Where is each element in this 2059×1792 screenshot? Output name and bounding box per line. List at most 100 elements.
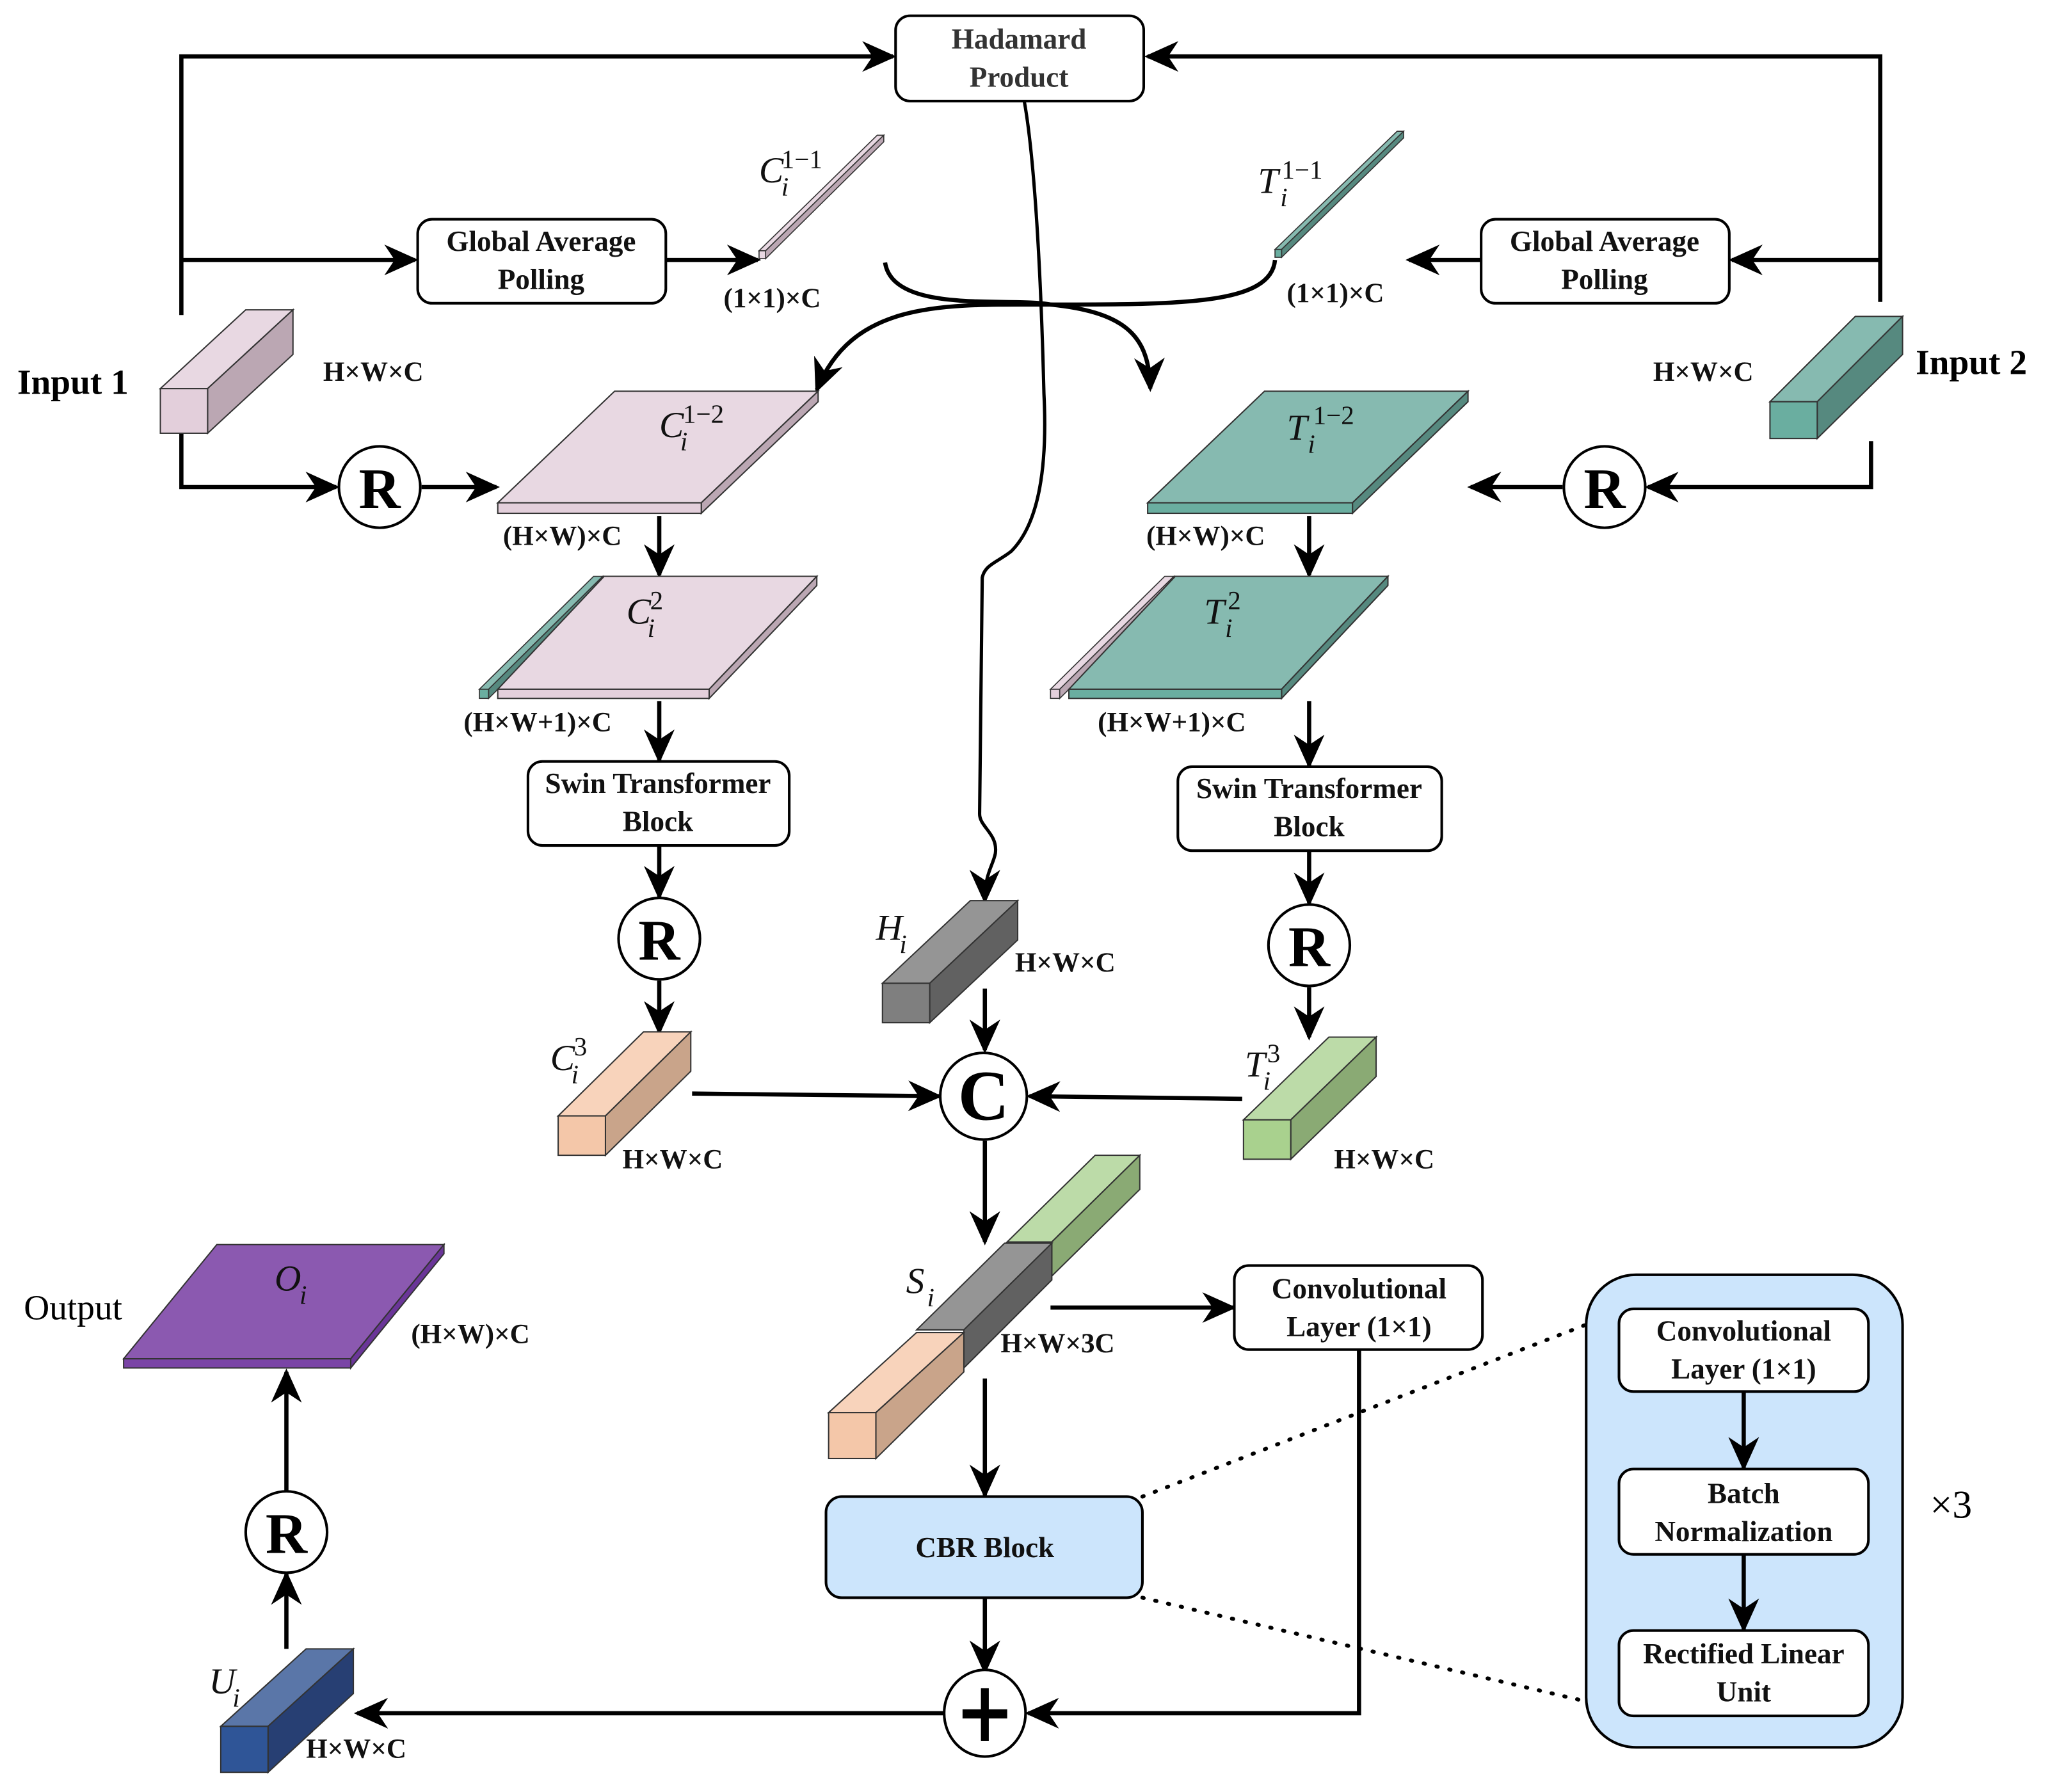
edge-c3-to-concat xyxy=(692,1080,943,1112)
input1-tensor: Input 1 H×W×C xyxy=(17,308,424,435)
t11-base: T xyxy=(1258,161,1281,202)
reshape-symbol: R xyxy=(638,908,680,972)
t3-base: T xyxy=(1245,1044,1268,1085)
h-dims: H×W×C xyxy=(1015,948,1116,978)
reshape-symbol: R xyxy=(1288,915,1331,979)
u-tensor: U i H×W×C xyxy=(209,1647,406,1774)
u-dims: H×W×C xyxy=(306,1734,406,1764)
cbr-detail-conv-box[interactable]: Convolutional Layer (1×1) xyxy=(1617,1308,1870,1393)
connectors xyxy=(179,41,1883,1729)
edge-input2-to-reshape xyxy=(1644,441,1873,503)
global-average-pooling-right-box[interactable]: Global Average Polling xyxy=(1480,218,1731,305)
reshape-op-output: R xyxy=(244,1490,329,1574)
cbr-conv-line2: Layer (1×1) xyxy=(1671,1353,1816,1385)
cbr-relu-line1: Rectified Linear xyxy=(1643,1638,1844,1670)
gap-left-line2: Polling xyxy=(498,263,585,295)
u-base: U xyxy=(209,1661,237,1702)
cbr-block[interactable]: CBR Block xyxy=(824,1495,1144,1599)
cbr-relu-line2: Unit xyxy=(1717,1676,1771,1708)
s-sub: i xyxy=(927,1283,934,1312)
input2-label: Input 2 xyxy=(1916,343,2027,382)
conv-main-line2: Layer (1×1) xyxy=(1286,1311,1432,1343)
t11-sub: i xyxy=(1280,182,1287,212)
h-sub: i xyxy=(899,929,906,959)
concat-symbol: C xyxy=(958,1057,1009,1135)
reshape-op-input2: R xyxy=(1562,445,1647,529)
gap-right-line2: Polling xyxy=(1561,263,1648,295)
s-base: S xyxy=(906,1261,925,1302)
gap-right-line1: Global Average xyxy=(1510,225,1699,257)
swin-transformer-block-left[interactable]: Swin Transformer Block xyxy=(526,760,791,847)
t12-base: T xyxy=(1287,408,1310,448)
hadamard-line2: Product xyxy=(970,61,1069,93)
c11-dims: (1×1)×C xyxy=(724,284,821,314)
zoom-guide-bottom xyxy=(1140,1596,1589,1704)
t3-dims: H×W×C xyxy=(1334,1145,1434,1175)
reshape-symbol: R xyxy=(266,1502,308,1566)
c2-base: C xyxy=(627,591,652,632)
output-plane: O i Output (H×W)×C xyxy=(24,1242,530,1370)
c2-plane: C i 2 (H×W+1)×C xyxy=(463,574,819,738)
reshape-symbol: R xyxy=(1583,457,1626,521)
c3-base: C xyxy=(550,1038,575,1078)
edge-conv-to-add xyxy=(1025,1349,1361,1729)
concat-op: C xyxy=(938,1052,1029,1141)
t2-dims: (H×W+1)×C xyxy=(1098,708,1246,738)
cbr-bn-line1: Batch xyxy=(1708,1478,1780,1510)
u-sub: i xyxy=(232,1683,239,1713)
reshape-op-left-swin: R xyxy=(617,897,701,981)
cbr-detail-bn-box[interactable]: Batch Normalization xyxy=(1617,1468,1870,1556)
c12-plane: C i 1−2 (H×W)×C xyxy=(496,389,820,551)
c3-dims: H×W×C xyxy=(623,1145,723,1175)
t11-dims: (1×1)×C xyxy=(1287,278,1384,308)
o-dims: (H×W)×C xyxy=(411,1319,529,1349)
s-tensor: S i H×W×3C xyxy=(827,1153,1142,1460)
global-average-pooling-left-box[interactable]: Global Average Polling xyxy=(416,218,668,305)
cbr-detail-panel: Convolutional Layer (1×1) Batch Normaliz… xyxy=(1585,1273,1972,1749)
conv-layer-main-box[interactable]: Convolutional Layer (1×1) xyxy=(1233,1264,1484,1351)
cbr-detail-relu-box[interactable]: Rectified Linear Unit xyxy=(1617,1629,1870,1718)
swin-right-line2: Block xyxy=(1274,811,1345,843)
gap-left-line1: Global Average xyxy=(446,225,636,257)
t2-sub: i xyxy=(1225,613,1232,643)
t12-sup: 1−2 xyxy=(1313,401,1354,430)
o-base: O xyxy=(275,1258,301,1299)
cbr-conv-line1: Convolutional xyxy=(1656,1315,1831,1347)
reshape-symbol: R xyxy=(359,457,401,521)
c3-sub: i xyxy=(572,1059,579,1089)
edge-c11-to-t12 xyxy=(883,262,1165,392)
swin-right-line1: Swin Transformer xyxy=(1196,772,1422,804)
t2-base: T xyxy=(1204,591,1227,632)
t12-dims: (H×W)×C xyxy=(1146,521,1265,551)
cbr-block-label: CBR Block xyxy=(915,1532,1055,1564)
t2-plane: T i 2 (H×W+1)×C xyxy=(1049,574,1390,738)
t3-sub: i xyxy=(1263,1066,1270,1096)
c2-dims: (H×W+1)×C xyxy=(463,708,611,738)
o-sub: i xyxy=(300,1280,307,1309)
h-tensor: H i H×W×C xyxy=(876,899,1116,1025)
hadamard-product-box[interactable]: Hadamard Product xyxy=(894,14,1146,102)
c12-base: C xyxy=(659,405,684,445)
c2-sup: 2 xyxy=(650,586,664,615)
t12-plane: T i 1−2 (H×W)×C xyxy=(1146,389,1470,551)
swin-left-line2: Block xyxy=(623,805,694,837)
edge-input2-to-hadamard xyxy=(1144,41,1883,302)
cbr-bn-line2: Normalization xyxy=(1654,1516,1832,1548)
t11-sup: 1−1 xyxy=(1281,155,1322,184)
t12-sub: i xyxy=(1308,429,1315,459)
reshape-op-input1: R xyxy=(337,445,422,529)
plus-icon-v xyxy=(981,1688,989,1741)
zoom-guide-top xyxy=(1140,1322,1589,1499)
input2-tensor: Input 2 H×W×C xyxy=(1653,314,2027,440)
c12-sub: i xyxy=(680,427,687,456)
input2-dims: H×W×C xyxy=(1653,357,1754,387)
edge-input1-to-reshape xyxy=(179,433,340,503)
edge-hadamard-to-h xyxy=(969,100,1046,904)
c11-vector: C i 1−1 (1×1)×C xyxy=(724,134,885,314)
t11-vector: T i 1−1 (1×1)×C xyxy=(1258,130,1406,308)
swin-transformer-block-right[interactable]: Swin Transformer Block xyxy=(1176,765,1443,852)
c12-sup: 1−2 xyxy=(683,399,724,429)
s-dims: H×W×3C xyxy=(1000,1329,1114,1359)
c2-sub: i xyxy=(648,613,655,643)
